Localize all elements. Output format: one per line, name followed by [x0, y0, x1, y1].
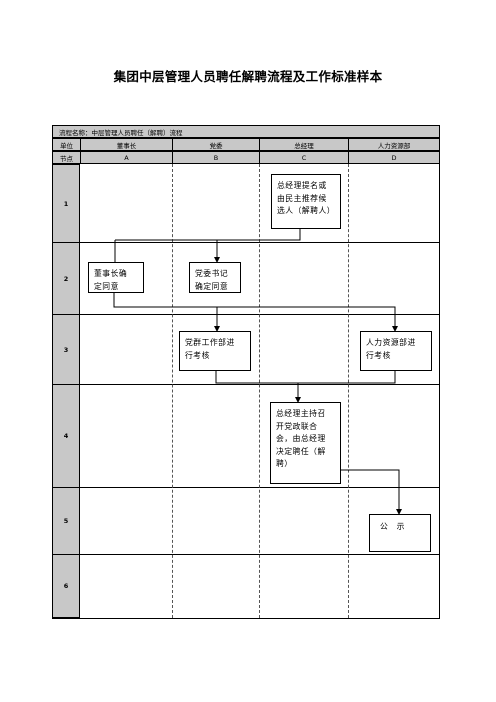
process-box-hr-assess: 人力资源部进 行考核 [360, 331, 432, 371]
body-right-border [439, 164, 440, 618]
row-number-3: 3 [52, 314, 80, 385]
lane-code-d: D [391, 153, 397, 162]
process-box-gm-meeting: 总经理主持召 开党政联合 会，由总经理 决定聘任（解 聘） [270, 402, 341, 484]
unit-label: 单位 [53, 139, 81, 150]
lane-unit-c: 总经理 [260, 139, 349, 150]
process-box-publicize: 公 示 [369, 514, 431, 552]
process-box-gm-nominate: 总经理提名或 由民主推荐候 选人（解聘人） [271, 174, 341, 229]
connector-confirm-to-party-assess [113, 292, 220, 332]
lane-unit-d: 人力资源部 [377, 141, 411, 150]
body-bottom-border [52, 618, 440, 619]
row-number-6: 6 [52, 554, 80, 618]
lane-code-a: A [81, 152, 173, 163]
lane-divider-bc [259, 164, 260, 618]
lane-code-b: B [173, 152, 260, 163]
lane-divider-cd [348, 164, 349, 618]
connector-confirm-to-hr-assess [217, 306, 398, 332]
process-box-chairman-confirm: 董事长确 定同意 [88, 262, 144, 293]
node-row: 节点 A B C D [52, 151, 440, 164]
lane-code-c: C [260, 152, 349, 163]
lane-divider-ab [172, 164, 173, 618]
connector-meeting-to-publicize [341, 469, 402, 515]
connector-nominate-to-confirm [114, 229, 301, 262]
connector-assess-to-meeting [215, 371, 396, 402]
process-box-party-secretary-confirm: 党委书记 确定同意 [189, 262, 241, 293]
unit-row: 单位 董事长 党委 总经理 人力资源部 [52, 138, 440, 151]
flow-name-row: 流程名称：中层管理人员聘任（解聘）流程 [52, 125, 440, 138]
row-number-5: 5 [52, 487, 80, 555]
process-box-party-work-assess: 党群工作部进 行考核 [179, 331, 251, 371]
flow-name: 流程名称：中层管理人员聘任（解聘）流程 [59, 128, 183, 137]
page-title: 集团中层管理人员聘任解聘流程及工作标准样本 [113, 69, 383, 84]
lane-unit-b: 党委 [173, 139, 260, 150]
row-number-4: 4 [52, 384, 80, 488]
lane-unit-a: 董事长 [81, 139, 173, 150]
node-label: 节点 [53, 152, 81, 163]
